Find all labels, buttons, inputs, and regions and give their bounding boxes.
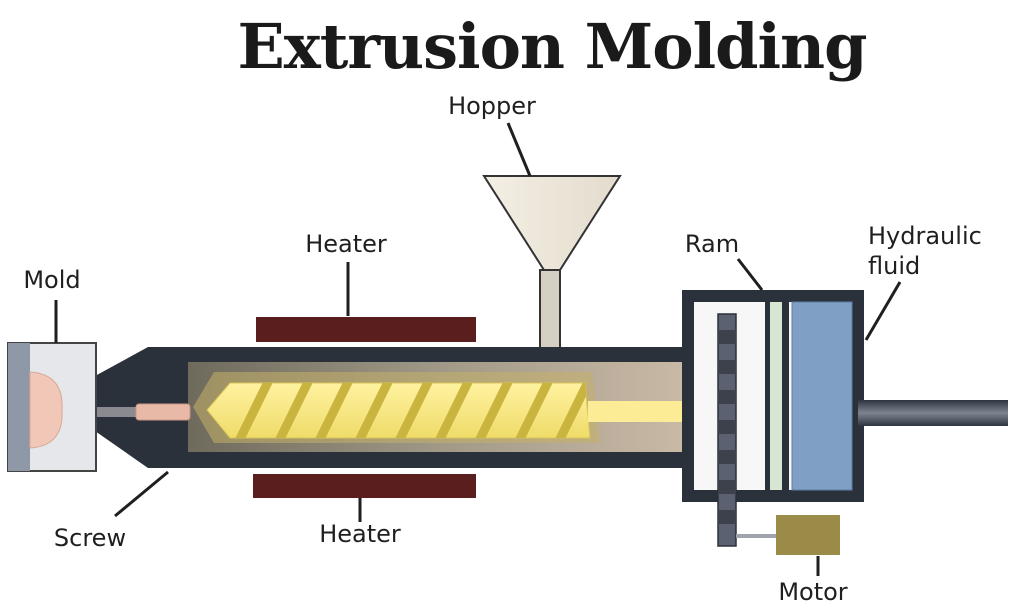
output-rod	[858, 400, 1008, 426]
motor	[776, 515, 840, 555]
hydraulic-fluid-label-line1: Hydraulic	[868, 222, 982, 250]
motor-label: Motor	[778, 578, 847, 606]
hopper	[482, 175, 622, 367]
ram-leader	[736, 258, 764, 291]
screw-label: Screw	[54, 524, 126, 552]
hopper-label: Hopper	[448, 92, 536, 120]
heater-bottom-label: Heater	[319, 520, 401, 548]
heater-top	[256, 317, 476, 342]
nozzle-tip	[135, 403, 191, 421]
heater-top-label: Heater	[305, 230, 387, 258]
hydraulic-fluid	[791, 301, 853, 491]
screw	[193, 372, 772, 443]
mold-label: Mold	[23, 266, 80, 294]
hydraulic-fluid-leader	[864, 281, 902, 341]
hopper-leader	[506, 122, 532, 177]
screw-leader	[114, 470, 169, 518]
hydraulic-fluid-label-line2: fluid	[868, 252, 920, 280]
ram-housing	[682, 290, 864, 502]
drive-gear	[717, 313, 737, 547]
ram-label: Ram	[685, 230, 739, 258]
mold	[7, 342, 97, 472]
diagram-title: Extrusion Molding	[238, 10, 867, 83]
heater-bottom	[253, 474, 476, 498]
